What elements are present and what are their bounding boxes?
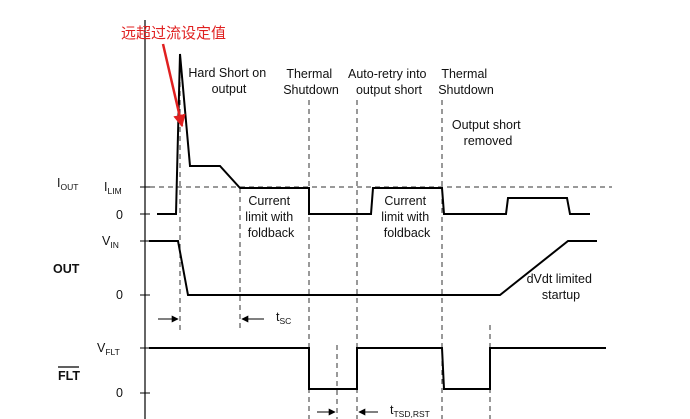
tsc-label: tSC: [276, 310, 291, 326]
zero-iout-label: 0: [116, 208, 123, 222]
thermal-shutdown-label-2: Thermal Shutdown: [438, 67, 494, 97]
current-limit-label-2: Current limit with foldback: [381, 194, 432, 240]
output-short-removed-label: Output short removed: [452, 118, 524, 148]
zero-out-label: 0: [116, 288, 123, 302]
iout-label: IOUT: [57, 176, 78, 192]
ilim-label: ILIM: [104, 180, 122, 196]
vflt-label: VFLT: [97, 341, 120, 357]
thermal-shutdown-label-1: Thermal Shutdown: [283, 67, 339, 97]
out-label: OUT: [53, 262, 80, 276]
hard-short-label: Hard Short on output: [188, 66, 269, 96]
dvdt-startup-label: dVdt limited startup: [527, 272, 596, 302]
iout-waveform: [157, 53, 590, 215]
zero-flt-label: 0: [116, 386, 123, 400]
autoretry-label: Auto-retry into output short: [348, 67, 430, 97]
vin-label: VIN: [102, 234, 119, 250]
out-waveform: [149, 240, 597, 296]
annotation-arrow: [161, 43, 186, 128]
overcurrent-annotation: 远超过流设定值: [121, 24, 226, 42]
flt-label: FLT: [58, 369, 80, 383]
ttsd-label: tTSD,RST: [390, 403, 430, 419]
current-limit-label-1: Current limit with foldback: [245, 194, 296, 240]
flt-waveform: [149, 347, 606, 390]
